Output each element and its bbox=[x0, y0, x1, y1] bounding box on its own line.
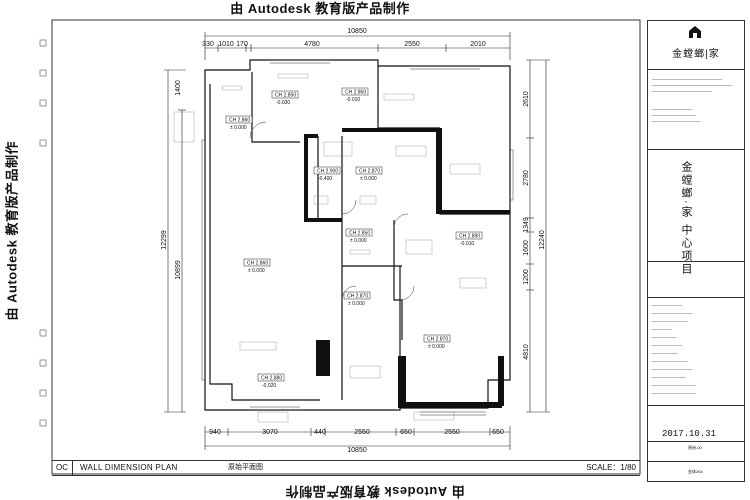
info-line bbox=[652, 305, 682, 306]
bottom-seg-0: 940 bbox=[209, 429, 221, 436]
drawing-title-bar: OC WALL DIMENSION PLAN 原始平面图 SCALE：1/80 bbox=[52, 460, 640, 476]
logo-area: 金螳螂|家 bbox=[648, 21, 744, 70]
room-ch-5: CH 2.850 bbox=[349, 231, 370, 237]
drawing-date: 2017.10.31 bbox=[662, 429, 717, 439]
top-seg-2: 170 bbox=[236, 41, 248, 48]
title-divider bbox=[72, 461, 73, 475]
room-level-8: ± 0.000 bbox=[348, 301, 365, 307]
room-level-2: ± 0.000 bbox=[360, 176, 377, 182]
room-level-1: -0.010 bbox=[346, 97, 360, 103]
room-level-10: -0.020 bbox=[262, 383, 276, 389]
info-line bbox=[652, 121, 700, 122]
room-ch-2: CH 2.870 bbox=[359, 169, 380, 175]
bottom-dimension-lines bbox=[204, 426, 511, 450]
info-line bbox=[652, 377, 686, 378]
windows bbox=[201, 59, 514, 416]
bottom-seg-3: 2550 bbox=[354, 429, 370, 436]
left-seg-0: 1400 bbox=[175, 80, 182, 96]
room-ch-8: CH 2.870 bbox=[347, 294, 368, 300]
ceiling-height-tags bbox=[225, 87, 483, 382]
info-line bbox=[652, 85, 732, 86]
right-seg-2: 1349 bbox=[523, 217, 530, 233]
panel-divider bbox=[648, 149, 744, 150]
right-seg-0: 2610 bbox=[523, 91, 530, 107]
top-seg-3: 4780 bbox=[304, 41, 320, 48]
bottom-seg-1: 3070 bbox=[262, 429, 278, 436]
panel-divider bbox=[648, 297, 744, 298]
drawing-code: OC bbox=[56, 463, 68, 472]
top-seg-0: 330 bbox=[202, 41, 214, 48]
room-ch-3: CH 2.860 bbox=[247, 261, 268, 267]
info-line bbox=[652, 369, 692, 370]
bottom-seg-6: 650 bbox=[492, 429, 504, 436]
info-line bbox=[652, 393, 696, 394]
room-ch-10: CH 2.880 bbox=[261, 376, 282, 382]
top-seg-1: 1010 bbox=[218, 41, 234, 48]
room-level-7: ± 0.000 bbox=[230, 125, 247, 131]
panel-divider bbox=[648, 261, 744, 262]
info-line bbox=[652, 329, 672, 330]
drawing-number: 原始-00 bbox=[688, 445, 702, 450]
info-line bbox=[652, 115, 696, 116]
left-inner-dim: 10899 bbox=[175, 260, 182, 280]
panel-divider bbox=[648, 441, 744, 442]
info-line bbox=[652, 91, 712, 92]
room-level-5: ± 0.000 bbox=[350, 238, 367, 244]
drawing-title-cn: 原始平面图 bbox=[228, 464, 263, 471]
room-ch-6: CH 2.890 bbox=[459, 234, 480, 240]
right-seg-5: 4810 bbox=[523, 344, 530, 360]
right-seg-3: 1600 bbox=[523, 240, 530, 256]
right-seg-4: 1200 bbox=[523, 269, 530, 285]
title-block-panel: 金螳螂|家 金螳螂·家 中心项目 2017.10.31 原始-00 金体264 bbox=[647, 20, 745, 482]
autodesk-watermark-top: 由 Autodesk 教育版产品制作 bbox=[230, 1, 410, 16]
room-ch-4: CH 2.900 bbox=[317, 169, 338, 175]
info-line bbox=[652, 353, 678, 354]
bottom-seg-5: 2550 bbox=[444, 429, 460, 436]
right-seg-1: 2780 bbox=[523, 170, 530, 186]
drawing-scale: SCALE：1/80 bbox=[586, 463, 636, 472]
bottom-total-dim: 10850 bbox=[347, 447, 367, 454]
drawing-title: WALL DIMENSION PLAN bbox=[80, 463, 178, 472]
company-logo-icon bbox=[689, 26, 701, 38]
room-ch-0: CH 2.850 bbox=[275, 93, 296, 99]
left-dimension-lines bbox=[164, 69, 186, 413]
top-seg-4: 2550 bbox=[404, 41, 420, 48]
sheet-number: 金体264 bbox=[688, 469, 703, 474]
room-ch-9: CH 2.870 bbox=[427, 337, 448, 343]
project-name: 金螳螂·家 中心项目 bbox=[680, 161, 692, 276]
info-line bbox=[652, 313, 692, 314]
top-dimension-lines bbox=[204, 32, 511, 60]
company-logo-text: 金螳螂|家 bbox=[672, 49, 720, 60]
room-ch-1: CH 2.860 bbox=[345, 90, 366, 96]
room-level-3: ± 0.000 bbox=[248, 268, 265, 274]
left-margin-ticks bbox=[39, 39, 47, 427]
room-level-0: -0.030 bbox=[276, 100, 290, 106]
bearing-walls bbox=[304, 128, 510, 408]
room-ch-7: CH 2.860 bbox=[229, 118, 250, 124]
right-total-dim: 12240 bbox=[539, 230, 546, 250]
room-level-6: -0.010 bbox=[460, 241, 474, 247]
left-total-dim: 12299 bbox=[161, 230, 168, 250]
info-line bbox=[652, 321, 688, 322]
info-line bbox=[652, 385, 696, 386]
info-line bbox=[652, 337, 676, 338]
bottom-seg-2: 440 bbox=[314, 429, 326, 436]
top-total-dim: 10850 bbox=[347, 28, 367, 35]
info-line bbox=[652, 79, 722, 80]
panel-divider bbox=[648, 461, 744, 462]
top-seg-5: 2010 bbox=[470, 41, 486, 48]
door-openings bbox=[249, 121, 415, 301]
room-level-4: -0.400 bbox=[318, 176, 332, 182]
annotation-notes bbox=[173, 73, 487, 423]
info-line bbox=[652, 361, 688, 362]
bottom-seg-4: 650 bbox=[400, 429, 412, 436]
info-line bbox=[652, 345, 682, 346]
panel-divider bbox=[648, 405, 744, 406]
room-level-9: ± 0.000 bbox=[428, 344, 445, 350]
right-dimension-lines bbox=[526, 59, 550, 413]
info-line bbox=[652, 109, 692, 110]
